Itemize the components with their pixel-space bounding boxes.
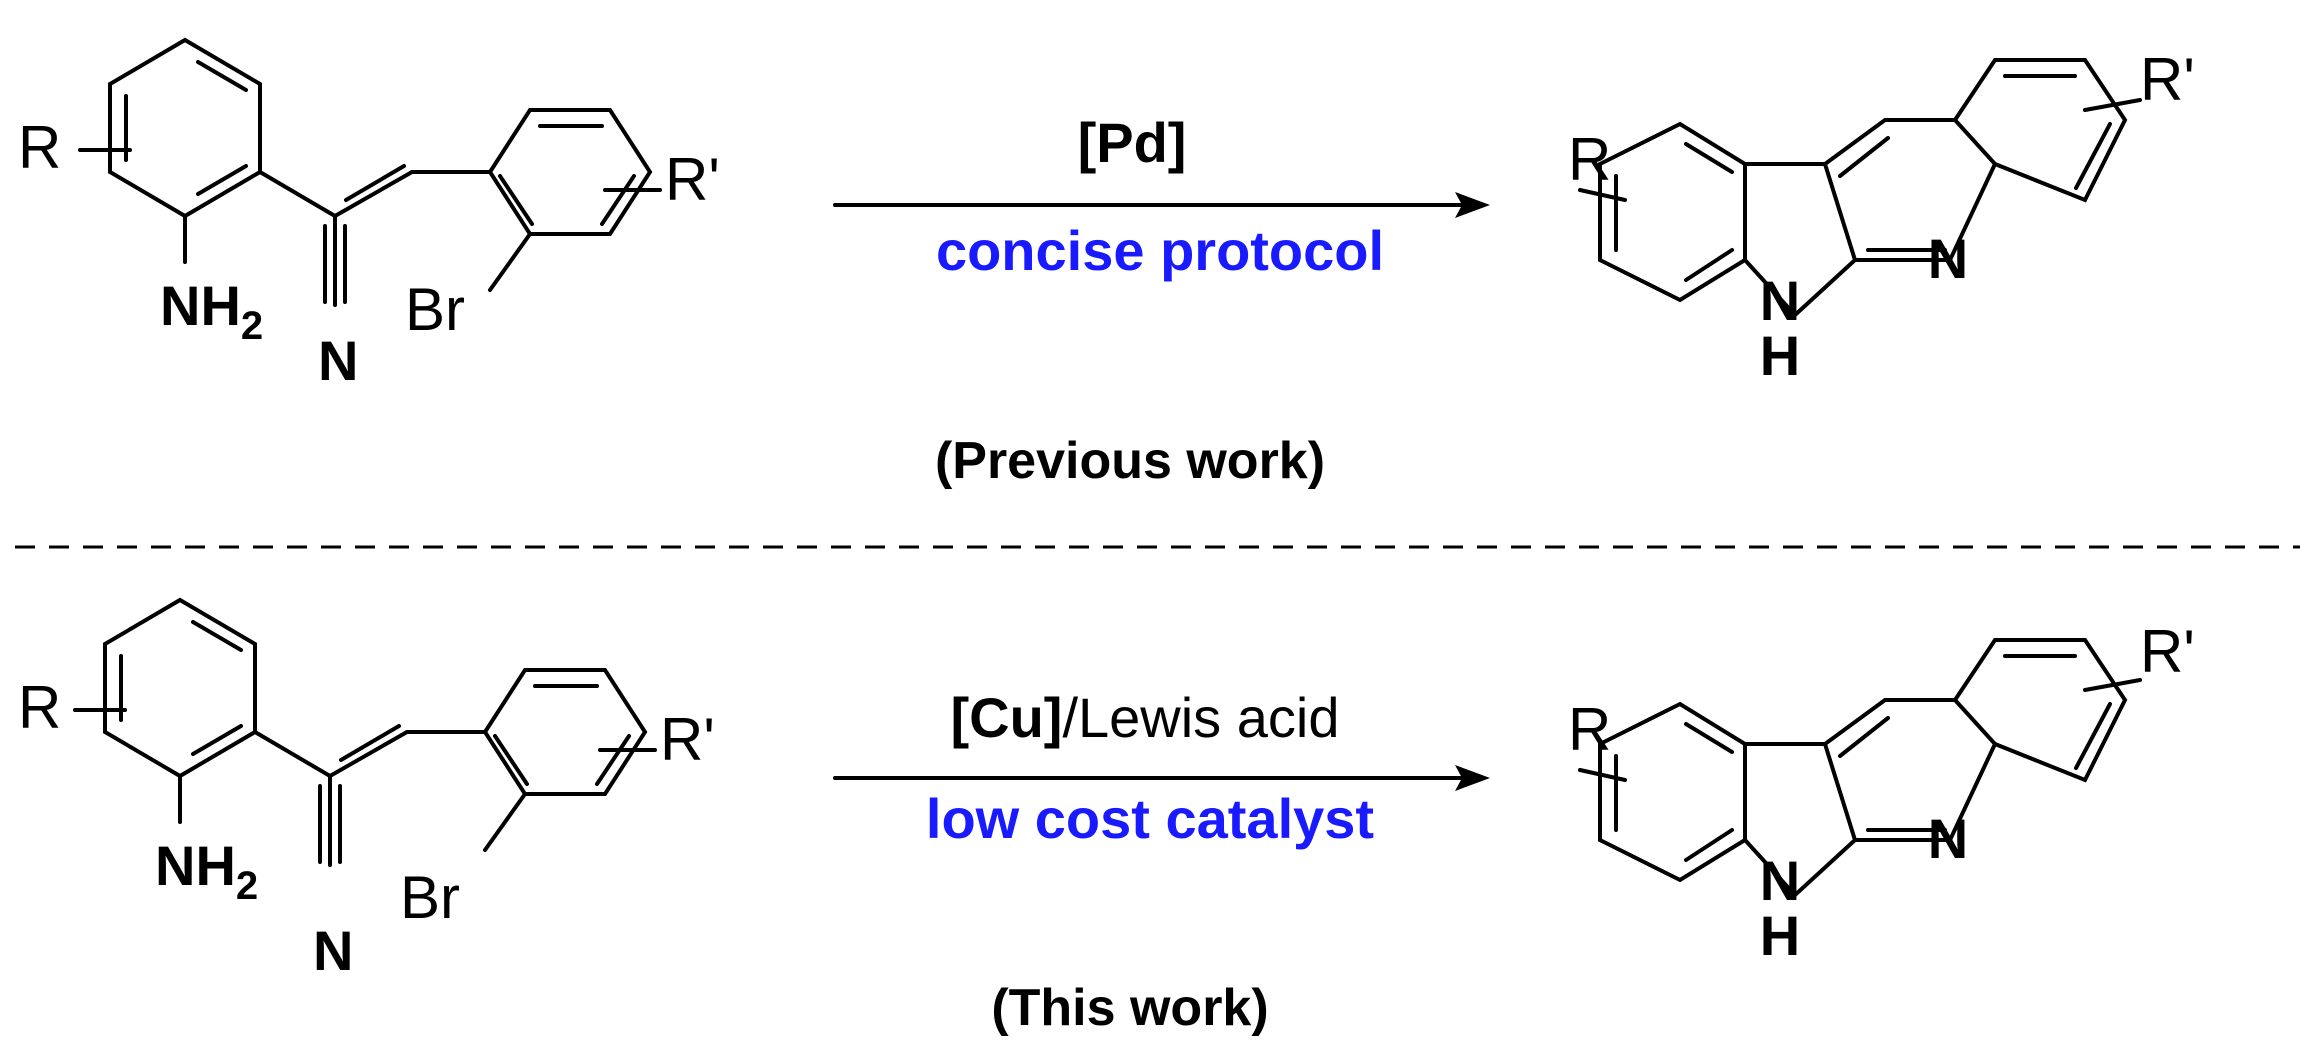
product-pyridine-n-label: N	[1928, 807, 1968, 870]
product-r-prime-label: R'	[2140, 46, 2195, 113]
nitrile-n-label: N	[318, 329, 358, 392]
product-r-label: R	[1568, 696, 1611, 763]
product-nh-h-label: H	[1760, 904, 1800, 967]
r-prime-label: R'	[660, 706, 715, 773]
product-structure	[1578, 638, 2142, 897]
product-r-prime-label: R'	[2140, 618, 2195, 685]
r-label: R	[18, 114, 61, 181]
product-pyridine-n-label: N	[1928, 227, 1968, 290]
amine-label: NH2	[160, 274, 263, 348]
highlight-label: low cost catalyst	[926, 787, 1374, 850]
arrowhead	[1455, 765, 1490, 791]
previous-work-scheme: R NH2 N Br R' [Pd] concise protocol R N …	[18, 38, 2195, 490]
bromo-label: Br	[405, 276, 465, 343]
starting-material-structure	[73, 598, 657, 867]
amine-label: NH2	[155, 834, 258, 908]
starting-material-structure	[78, 38, 662, 307]
previous-work-caption: (Previous work)	[935, 432, 1325, 490]
nitrile-n-label: N	[313, 919, 353, 982]
r-prime-label: R'	[665, 146, 720, 213]
product-nh-n-label: N	[1760, 269, 1800, 332]
this-work-scheme: R NH2 N Br R' [Cu]/Lewis acid low cost c…	[18, 598, 2195, 1037]
this-work-caption: (This work)	[991, 979, 1268, 1037]
reagent-label: [Cu]/Lewis acid	[951, 686, 1340, 749]
bromo-label: Br	[400, 864, 460, 931]
product-structure	[1578, 58, 2142, 317]
product-r-label: R	[1568, 126, 1611, 193]
product-nh-n-label: N	[1760, 849, 1800, 912]
r-label: R	[18, 674, 61, 741]
highlight-label: concise protocol	[936, 219, 1384, 282]
arrowhead	[1455, 192, 1490, 218]
reagent-label: [Pd]	[1078, 111, 1187, 174]
product-nh-h-label: H	[1760, 324, 1800, 387]
